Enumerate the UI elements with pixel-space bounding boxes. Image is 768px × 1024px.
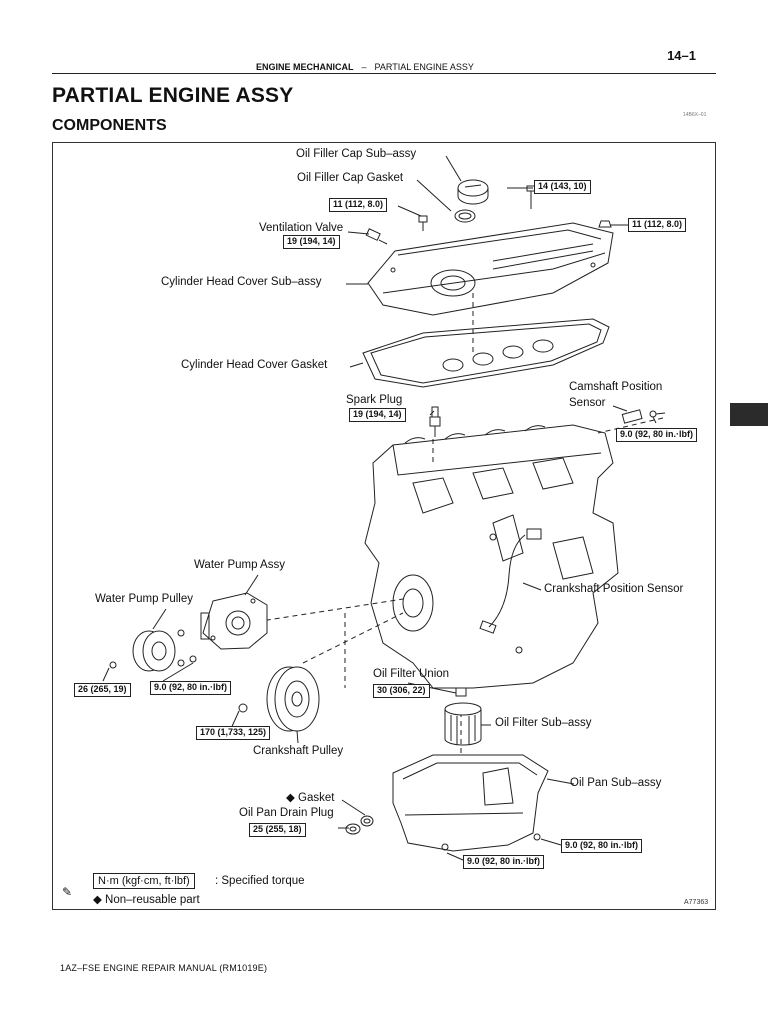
label-oil-filler-cap: Oil Filler Cap Sub–assy [296, 148, 417, 160]
torque-cap-bolt: 11 (112, 8.0) [329, 198, 388, 212]
torque-oil-pan-nut: 9.0 (92, 80 in.·lbf) [463, 855, 545, 869]
header-rule [52, 73, 716, 74]
footer: 1AZ–FSE ENGINE REPAIR MANUAL (RM1019E) [60, 963, 268, 973]
label-ventilation-valve: Ventilation Valve [259, 222, 344, 234]
torque-cam-sensor: 9.0 (92, 80 in.·lbf) [616, 428, 698, 442]
section-title: ENGINE MECHANICAL [256, 62, 354, 72]
section-tab [730, 403, 768, 426]
crankshaft-pulley-drawing [238, 666, 320, 732]
water-pump-pulley-drawing [109, 629, 197, 672]
cylinder-head-cover-gasket-drawing [362, 318, 610, 388]
label-oil-filter-union: Oil Filter Union [373, 668, 450, 680]
running-head: ENGINE MECHANICAL–PARTIAL ENGINE ASSY [256, 62, 474, 72]
camshaft-position-sensor-drawing [621, 409, 666, 424]
legend-torque-desc: : Specified torque [215, 875, 305, 887]
cylinder-head-cover-drawing [367, 222, 614, 316]
ventilation-valve-drawing [365, 228, 388, 245]
label-water-pump-assy: Water Pump Assy [194, 559, 285, 571]
manual-icon: ✎ [62, 885, 73, 899]
label-spark-plug: Spark Plug [346, 394, 403, 406]
subsection-title: PARTIAL ENGINE ASSY [374, 62, 474, 72]
torque-water-pump: 9.0 (92, 80 in.·lbf) [150, 681, 232, 695]
torque-crankshaft-pulley: 170 (1,733, 125) [196, 726, 271, 740]
engine-block-drawing [364, 424, 619, 689]
torque-cover-bolt: 14 (143, 10) [534, 180, 591, 194]
label-camshaft-position-sensor: Camshaft Position [569, 381, 663, 393]
oil-filler-cap-gasket-drawing [454, 209, 476, 223]
oil-filter-drawing [444, 702, 482, 746]
oil-pan-drawing [392, 754, 549, 852]
exploded-view-drawing [102, 155, 666, 861]
label-cylinder-head-cover: Cylinder Head Cover Sub–assy [161, 276, 322, 288]
label-cylinder-head-cover-gasket: Cylinder Head Cover Gasket [181, 359, 328, 371]
page-subtitle: COMPONENTS [52, 117, 167, 134]
label-oil-filter: Oil Filter Sub–assy [495, 717, 592, 729]
oil-filler-cap-drawing [457, 179, 489, 205]
torque-ventilation-valve: 19 (194, 14) [283, 235, 340, 249]
water-pump-drawing [200, 592, 268, 650]
components-figure: Oil Filler Cap Sub–assy Oil Filler Cap G… [52, 142, 716, 910]
torque-cover-nut: 11 (112, 8.0) [628, 218, 687, 232]
crankshaft-position-sensor-drawing [479, 528, 542, 654]
page-number: 14–1 [667, 48, 696, 63]
label-gasket: ◆ Gasket [286, 792, 335, 804]
oil-filter-union-drawing [455, 687, 467, 697]
torque-oil-filter-union: 30 (306, 22) [373, 684, 430, 698]
torque-water-pump-pulley: 26 (265, 19) [74, 683, 131, 697]
label-camshaft-position-sensor-line2: Sensor [569, 397, 606, 409]
cap-bolt-drawing [418, 215, 428, 231]
torque-oil-pan-bolt: 9.0 (92, 80 in.·lbf) [561, 839, 643, 853]
legend-torque-unit: N·m (kgf·cm, ft·lbf) [93, 873, 195, 889]
oil-pan-drain-plug-drawing [345, 815, 374, 835]
torque-spark-plug: 19 (194, 14) [349, 408, 406, 422]
label-crankshaft-position-sensor: Crankshaft Position Sensor [544, 583, 684, 595]
label-oil-pan-drain-plug: Oil Pan Drain Plug [239, 807, 334, 819]
label-crankshaft-pulley: Crankshaft Pulley [253, 745, 344, 757]
legend-nonreusable: ◆ Non–reusable part [93, 894, 200, 906]
running-head-separator: – [361, 62, 367, 72]
cover-nut-drawing [598, 220, 612, 228]
page-title: PARTIAL ENGINE ASSY [52, 84, 294, 107]
label-oil-pan: Oil Pan Sub–assy [570, 777, 662, 789]
spark-plug-drawing [429, 406, 441, 437]
label-oil-filler-cap-gasket: Oil Filler Cap Gasket [297, 172, 404, 184]
doc-code: 14B6X–01 [683, 112, 707, 118]
figure-id: A77363 [684, 899, 709, 906]
torque-drain-plug: 25 (255, 18) [249, 823, 306, 837]
label-water-pump-pulley: Water Pump Pulley [95, 593, 193, 605]
